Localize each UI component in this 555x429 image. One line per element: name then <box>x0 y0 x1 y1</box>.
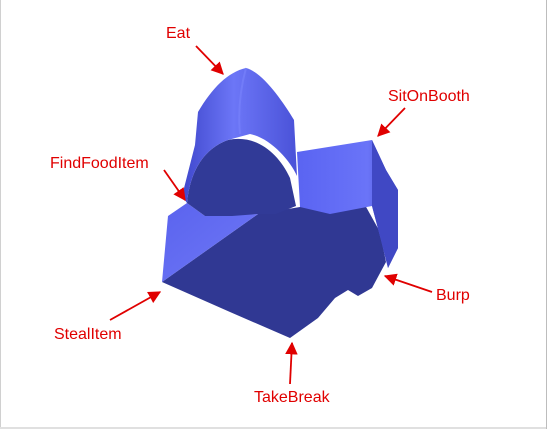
label-find-food-item: FindFoodItem <box>50 155 149 172</box>
shape-top-lobe-face <box>182 68 297 203</box>
arrow-take-break <box>285 341 298 385</box>
shape-top-lobe-edge <box>238 67 247 135</box>
arrow-burp <box>383 273 433 293</box>
shape-top-lobe-inner-face <box>187 138 296 216</box>
label-sit-on-booth: SitOnBooth <box>388 88 470 105</box>
label-eat: Eat <box>166 25 191 42</box>
frame-left-border <box>0 0 1 429</box>
arrow-eat <box>195 45 224 75</box>
label-burp: Burp <box>436 287 470 304</box>
frame-bottom-border <box>0 427 546 429</box>
shape-right-side-face <box>372 140 398 268</box>
shape-left-wing-face <box>162 203 258 282</box>
polytope-shape <box>162 67 398 338</box>
labels: Eat SitOnBooth FindFoodItem Burp StealIt… <box>50 25 470 406</box>
arrow-sit-on-booth <box>377 107 406 137</box>
arrow-find-food-item <box>163 169 186 202</box>
scrollbar-track[interactable] <box>546 0 555 429</box>
arrows <box>109 45 433 385</box>
shape-base-face <box>162 205 386 338</box>
label-steal-item: StealItem <box>54 326 122 343</box>
label-take-break: TakeBreak <box>254 389 331 406</box>
arrow-steal-item <box>109 291 162 321</box>
